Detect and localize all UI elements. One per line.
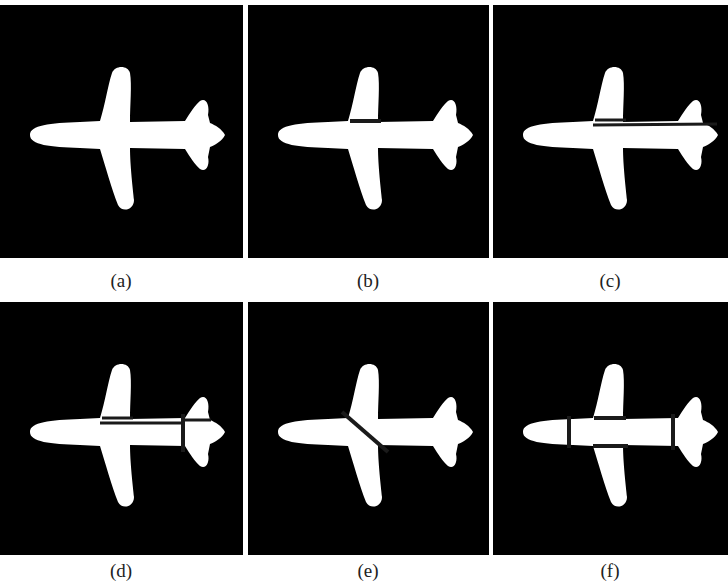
panel-label: (f)	[601, 560, 620, 582]
panel-label: (e)	[357, 560, 378, 582]
panel-e	[248, 302, 489, 555]
panel-d	[0, 302, 243, 555]
panel-label: (d)	[110, 560, 132, 582]
panel-label: (c)	[599, 270, 620, 292]
panel-label: (b)	[357, 270, 379, 292]
panel-a	[0, 5, 243, 258]
panel-label: (a)	[110, 270, 131, 292]
panel-f	[493, 302, 728, 555]
panel-b	[248, 5, 489, 258]
panel-c	[493, 5, 728, 258]
